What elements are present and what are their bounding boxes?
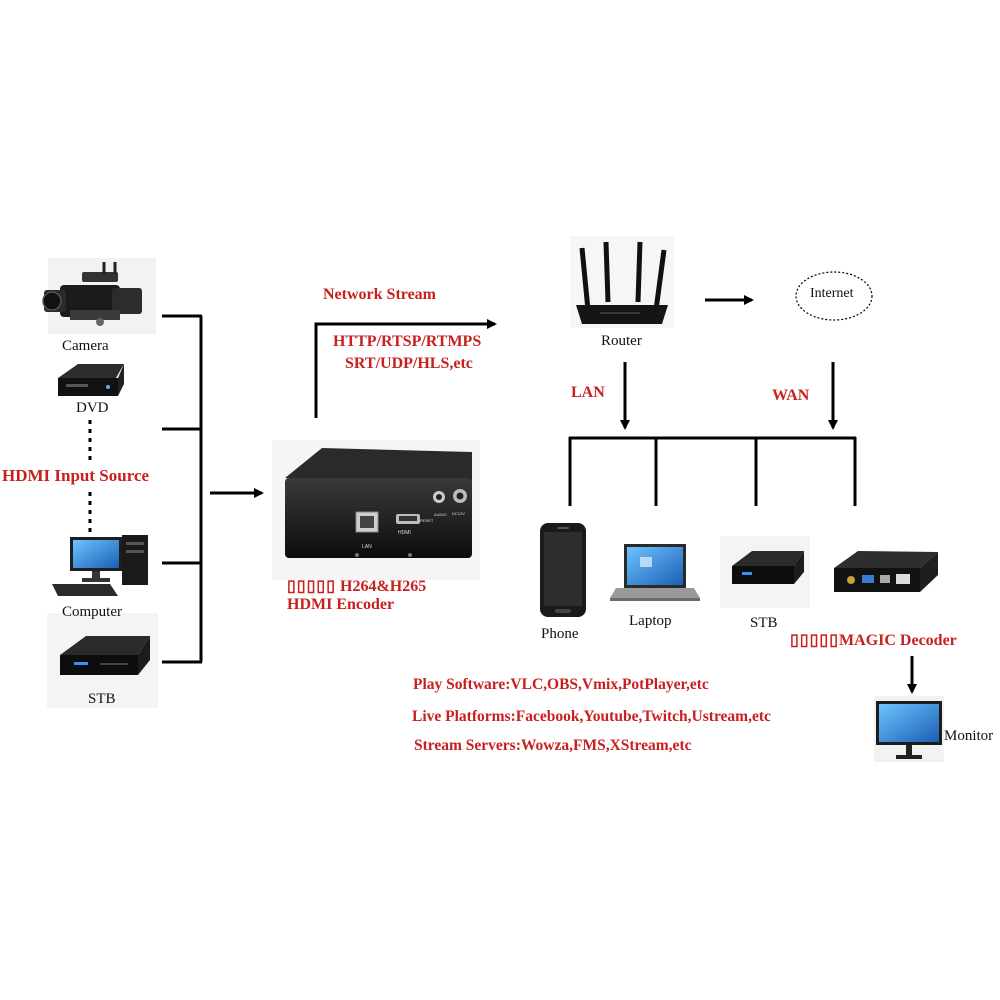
stream-servers-text: Stream Servers:Wowza,FMS,XStream,etc bbox=[414, 737, 692, 754]
monitor-label: Monitor bbox=[944, 728, 994, 744]
encoder-title-marks: ▯▯▯▯▯ bbox=[287, 578, 337, 595]
protocols-line1: HTTP/RTSP/RTMPS bbox=[333, 333, 482, 350]
source-label-computer: Computer bbox=[62, 604, 122, 620]
dvd-player-icon bbox=[58, 364, 124, 396]
source-label-dvd: DVD bbox=[76, 400, 109, 416]
encoder-to-router-arrow bbox=[314, 319, 497, 418]
distribution-bus bbox=[568, 436, 857, 506]
encoder-codec: H264&H265 bbox=[340, 578, 427, 595]
source-label-stb: STB bbox=[88, 691, 116, 707]
decoder-name: MAGIC Decoder bbox=[839, 632, 957, 649]
decoder-device-icon bbox=[834, 551, 938, 592]
network-stream-title: Network Stream bbox=[323, 286, 437, 303]
hdmi-input-source-title: HDMI Input Source bbox=[2, 466, 150, 485]
internet-label: Internet bbox=[810, 286, 854, 301]
live-platforms-text: Live Platforms:Facebook,Youtube,Twitch,U… bbox=[412, 708, 771, 725]
decoder-label: ▯▯▯▯▯MAGIC Decoder bbox=[790, 630, 957, 650]
client-label-stb: STB bbox=[750, 615, 778, 631]
lan-label: LAN bbox=[571, 384, 605, 401]
source-bracket bbox=[162, 314, 203, 664]
stb-icon bbox=[720, 536, 810, 608]
encoder-device-icon bbox=[272, 440, 480, 580]
source-label-camera: Camera bbox=[62, 338, 109, 354]
internet-cloud bbox=[795, 271, 873, 321]
decoder-label-marks: ▯▯▯▯▯ bbox=[790, 632, 840, 649]
encoder-title-line1: ▯▯▯▯▯ H264&H265 bbox=[287, 576, 426, 596]
client-label-phone: Phone bbox=[541, 626, 579, 642]
phone-icon bbox=[540, 523, 586, 617]
play-software-text: Play Software:VLC,OBS,Vmix,PotPlayer,etc bbox=[413, 676, 709, 693]
computer-icon bbox=[52, 535, 148, 596]
laptop-icon bbox=[610, 544, 700, 601]
monitor-icon bbox=[874, 696, 944, 762]
protocols-line2: SRT/UDP/HLS,etc bbox=[345, 355, 473, 372]
client-label-laptop: Laptop bbox=[629, 613, 672, 629]
stb-icon bbox=[47, 613, 158, 708]
wan-label: WAN bbox=[772, 387, 810, 404]
encoder-title-line2: HDMI Encoder bbox=[287, 596, 395, 613]
camera-icon bbox=[42, 258, 156, 334]
router-label: Router bbox=[601, 333, 642, 349]
router-icon bbox=[570, 236, 674, 328]
